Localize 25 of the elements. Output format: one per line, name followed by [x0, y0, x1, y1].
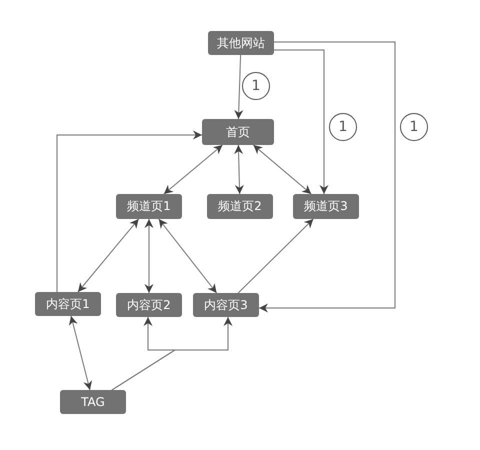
page-box: 首页 — [202, 119, 274, 145]
page-box: 频道页1 — [116, 194, 182, 219]
page-box: 内容页1 — [35, 292, 101, 316]
edge-label: 1 — [329, 113, 357, 141]
arrow — [252, 144, 312, 194]
page-box: TAG — [60, 390, 126, 414]
arrow — [274, 50, 328, 194]
arrow — [234, 144, 244, 194]
page-box: 内容页3 — [193, 293, 259, 317]
edge-label: 1 — [400, 113, 428, 141]
arrow — [68, 316, 92, 390]
arrow — [238, 218, 314, 294]
edge-label: 1 — [242, 72, 270, 100]
page-box: 其他网站 — [208, 31, 274, 55]
page-box: 频道页2 — [207, 194, 273, 219]
arrow — [77, 218, 140, 292]
page-box: 内容页2 — [116, 293, 182, 317]
arrow — [258, 42, 396, 312]
arrow — [234, 54, 244, 120]
arrow — [111, 316, 232, 390]
arrow — [144, 218, 154, 294]
arrow — [158, 218, 218, 294]
arrow — [56, 130, 202, 292]
arrow — [163, 144, 223, 194]
page-box: 频道页3 — [293, 194, 359, 219]
